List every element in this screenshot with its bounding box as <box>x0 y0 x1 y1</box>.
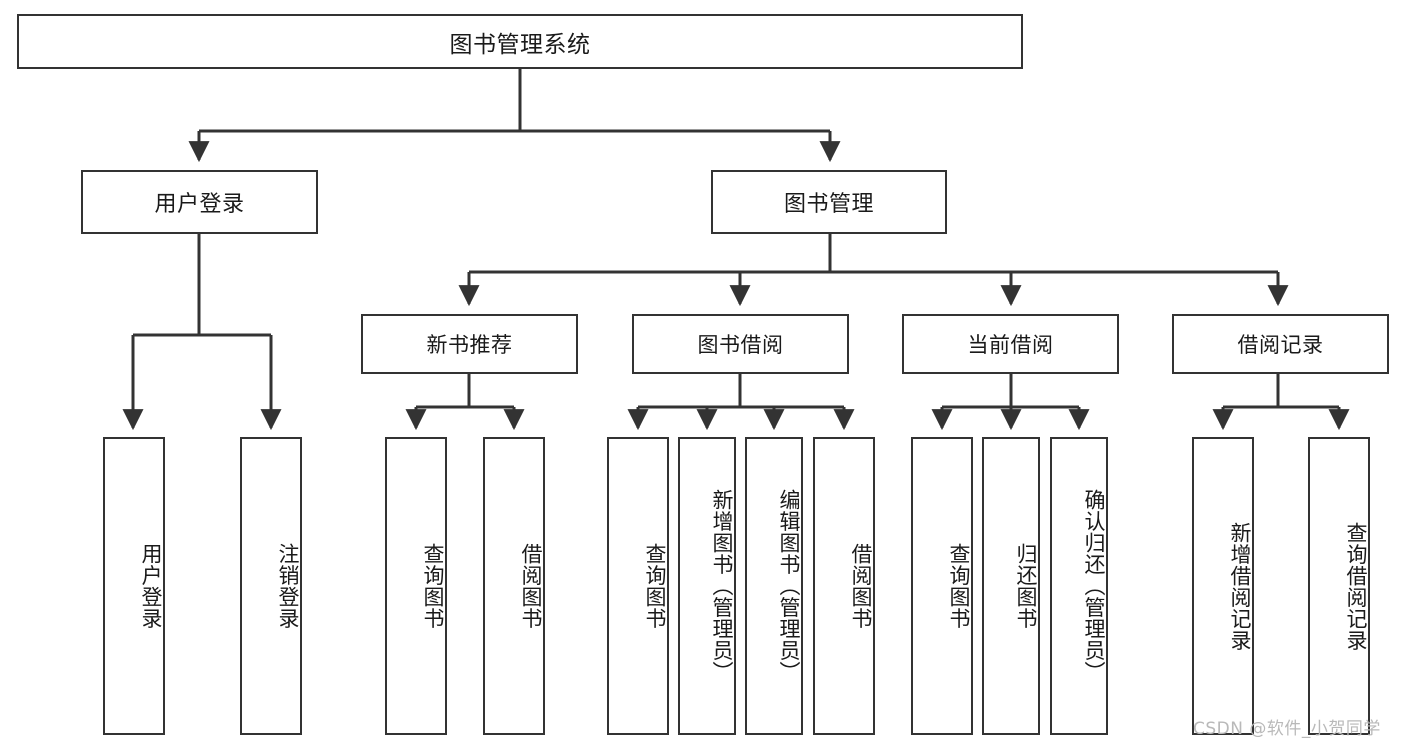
node-root[interactable]: 图书管理系统 <box>17 14 1023 69</box>
leaf-borrow-book-1[interactable]: 借阅图书 <box>483 437 545 735</box>
leaf-query-book-1-label: 查询图书 <box>421 543 445 629</box>
leaf-borrow-book-2[interactable]: 借阅图书 <box>813 437 875 735</box>
node-book-manage[interactable]: 图书管理 <box>711 170 947 234</box>
leaf-return-book[interactable]: 归还图书 <box>982 437 1040 735</box>
leaf-query-record[interactable]: 查询借阅记录 <box>1308 437 1370 735</box>
leaf-query-book-3[interactable]: 查询图书 <box>911 437 973 735</box>
leaf-user-login-label: 用户登录 <box>139 543 163 629</box>
node-root-label: 图书管理系统 <box>449 31 591 58</box>
leaf-add-record[interactable]: 新增借阅记录 <box>1192 437 1254 735</box>
leaf-return-book-label: 归还图书 <box>1014 543 1038 629</box>
leaf-query-book-2-label: 查询图书 <box>643 543 667 629</box>
leaf-add-book[interactable]: 新增图书（管理员） <box>678 437 736 735</box>
node-new-book-rec[interactable]: 新书推荐 <box>361 314 578 374</box>
node-current-borrow[interactable]: 当前借阅 <box>902 314 1119 374</box>
node-book-borrow[interactable]: 图书借阅 <box>632 314 849 374</box>
leaf-borrow-book-2-label: 借阅图书 <box>849 543 873 629</box>
leaf-confirm-return[interactable]: 确认归还（管理员） <box>1050 437 1108 735</box>
node-new-book-rec-label: 新书推荐 <box>426 333 513 357</box>
node-user-login[interactable]: 用户登录 <box>81 170 318 234</box>
node-borrow-record-label: 借阅记录 <box>1237 333 1324 357</box>
leaf-query-book-1[interactable]: 查询图书 <box>385 437 447 735</box>
node-book-manage-label: 图书管理 <box>783 192 874 217</box>
leaf-query-book-3-label: 查询图书 <box>947 543 971 629</box>
leaf-query-record-label: 查询借阅记录 <box>1344 521 1368 651</box>
leaf-logout-login[interactable]: 注销登录 <box>240 437 302 735</box>
leaf-query-book-2[interactable]: 查询图书 <box>607 437 669 735</box>
csdn-watermark: CSDN @软件_小贺同学 <box>1193 719 1381 739</box>
leaf-user-login[interactable]: 用户登录 <box>103 437 165 735</box>
leaf-borrow-book-1-label: 借阅图书 <box>519 543 543 629</box>
node-book-borrow-label: 图书借阅 <box>697 333 784 357</box>
node-user-login-label: 用户登录 <box>154 192 245 217</box>
node-current-borrow-label: 当前借阅 <box>967 333 1054 357</box>
leaf-edit-book-label: 编辑图书（管理员） <box>777 489 801 683</box>
leaf-confirm-return-label: 确认归还（管理员） <box>1082 489 1106 683</box>
leaf-add-book-label: 新增图书（管理员） <box>710 489 734 683</box>
leaf-logout-login-label: 注销登录 <box>276 543 300 629</box>
leaf-edit-book[interactable]: 编辑图书（管理员） <box>745 437 803 735</box>
leaf-add-record-label: 新增借阅记录 <box>1228 521 1252 651</box>
node-borrow-record[interactable]: 借阅记录 <box>1172 314 1389 374</box>
